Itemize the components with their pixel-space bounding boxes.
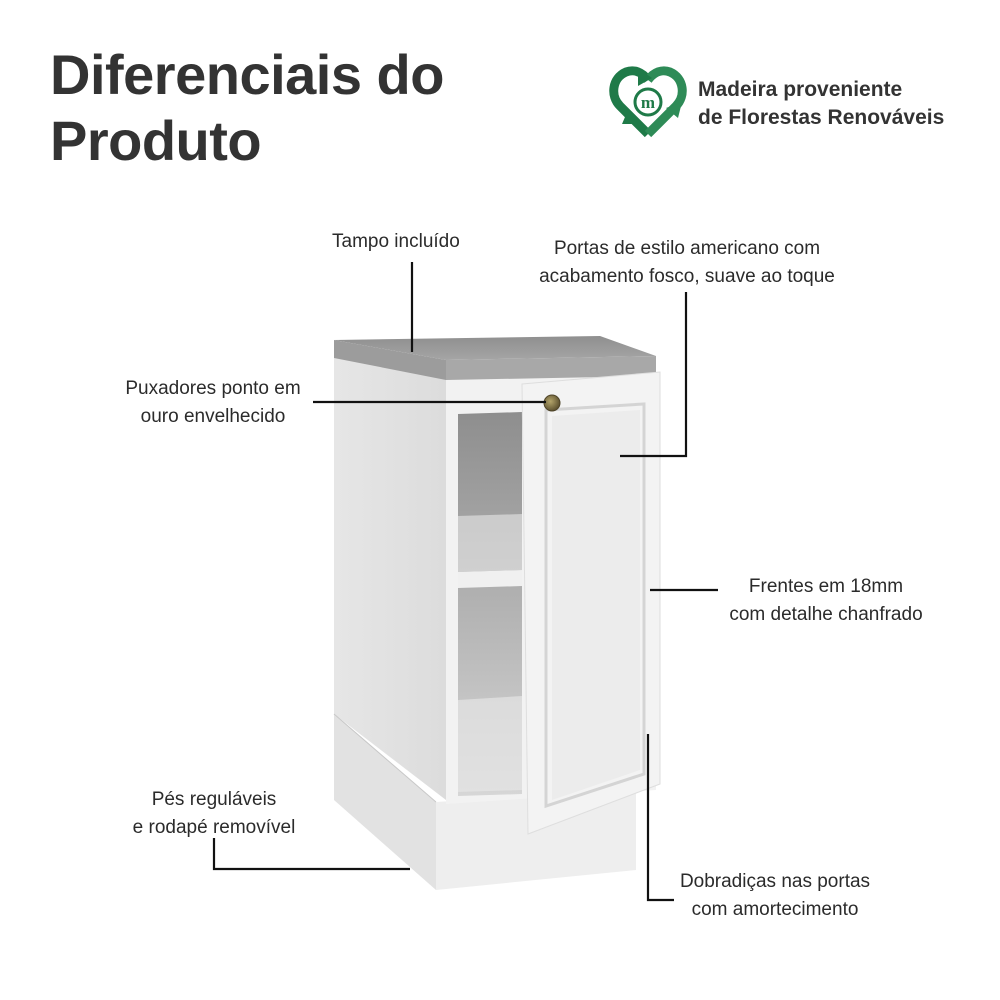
recycle-heart-m-icon: m	[609, 66, 687, 138]
callout-frentes-line-1: Frentes em 18mm	[748, 576, 904, 597]
callout-puxadores-line-2: ouro envelhecido	[140, 406, 286, 427]
title-line-1: Diferenciais do	[50, 43, 444, 106]
callout-tampo: Tampo incluído	[332, 228, 460, 256]
leader-line-portas	[620, 292, 688, 458]
callout-dobradicas: Dobradiças nas portas com amortecimento	[666, 868, 884, 924]
countertop-side-edge	[334, 340, 446, 380]
countertop-top	[334, 336, 656, 360]
sustainability-badge: m Madeira proveniente de Florestas Renov…	[608, 66, 998, 140]
callout-puxadores: Puxadores ponto em ouro envelhecido	[104, 375, 322, 431]
cabinet-side-panel	[334, 356, 446, 800]
plinth-front	[436, 790, 636, 890]
callout-portas-line-1: Portas de estilo americano com	[553, 238, 821, 259]
callout-dobradicas-line-2: com amortecimento	[691, 899, 859, 920]
door-panel-bevel	[544, 402, 646, 809]
callout-frentes-line-2: com detalhe chanfrado	[729, 604, 923, 625]
shelf	[458, 570, 522, 588]
leader-line-dobradicas	[646, 734, 674, 902]
callout-frentes: Frentes em 18mm com detalhe chanfrado	[706, 573, 946, 629]
svg-text:m: m	[641, 93, 655, 112]
leader-line-pes	[212, 838, 410, 871]
callout-pes-line-1: Pés reguláveis	[151, 789, 277, 810]
callout-puxadores-line-1: Puxadores ponto em	[125, 378, 301, 399]
callout-portas-line-2: acabamento fosco, suave ao toque	[539, 266, 835, 287]
badge-line-2: de Florestas Renováveis	[698, 106, 945, 129]
door-inner-panel	[552, 410, 640, 800]
page-title: Diferenciais do Produto	[50, 42, 444, 174]
callout-dobradicas-line-1: Dobradiças nas portas	[679, 871, 871, 892]
callout-pes-line-2: e rodapé removível	[132, 817, 296, 838]
countertop-front-edge	[446, 356, 656, 380]
callout-portas: Portas de estilo americano com acabament…	[508, 235, 866, 291]
callout-pes: Pés reguláveis e rodapé removível	[116, 786, 312, 842]
shelf-top-face	[458, 514, 522, 572]
title-line-2: Produto	[50, 109, 262, 172]
callout-tampo-line-1: Tampo incluído	[332, 231, 460, 252]
badge-line-1: Madeira proveniente	[698, 78, 903, 101]
plinth-side	[334, 714, 436, 890]
shelf-bottom-face	[458, 696, 522, 792]
door-knob	[543, 394, 561, 412]
